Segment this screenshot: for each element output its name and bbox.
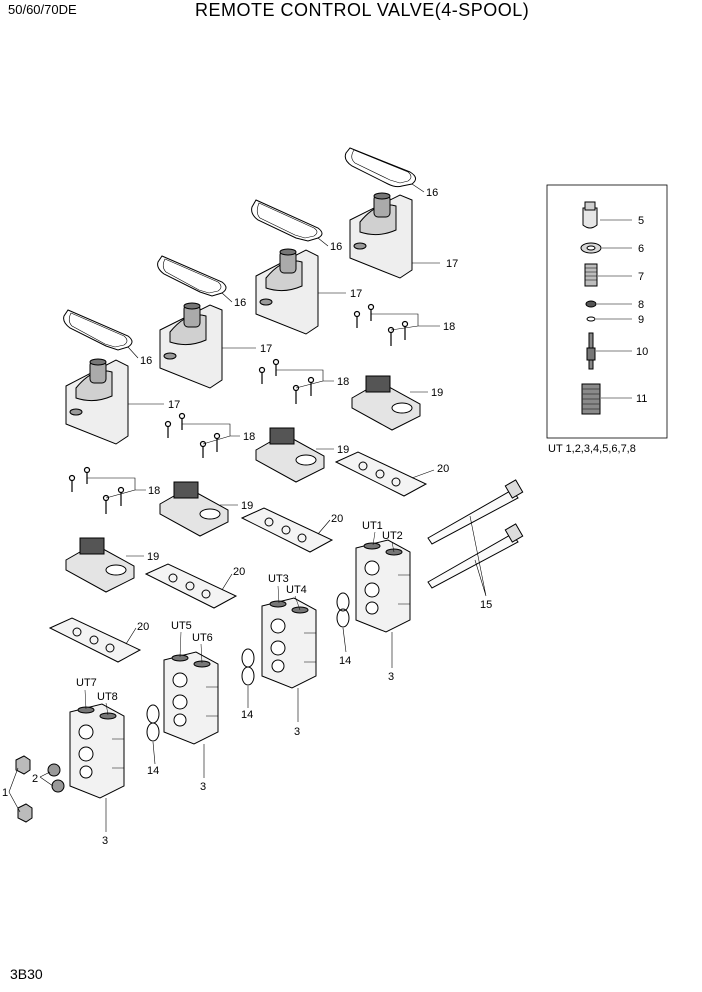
callout-14-a: 14 [339, 655, 351, 667]
callout-15: 15 [480, 599, 492, 611]
callout-1: 1 [2, 787, 8, 799]
callout-3-c: 3 [200, 781, 206, 793]
callout-20-b: 20 [331, 513, 343, 525]
callout-17-d: 17 [168, 399, 180, 411]
callout-3-a: 3 [388, 671, 394, 683]
part-16-gaskets [63, 147, 416, 351]
port-label-ut7: UT7 [76, 677, 97, 689]
model-label: 50/60/70DE [8, 2, 77, 17]
callout-20-a: 20 [437, 463, 449, 475]
callout-18-c: 18 [243, 431, 255, 443]
part-1-nuts [15, 755, 33, 823]
callout-9: 9 [638, 314, 644, 326]
callout-19-c: 19 [241, 500, 253, 512]
callout-19-d: 19 [147, 551, 159, 563]
callout-10: 10 [636, 346, 648, 358]
port-label-ut5: UT5 [171, 620, 192, 632]
callout-17-b: 17 [350, 288, 362, 300]
callout-6: 6 [638, 243, 644, 255]
part-17-boots [65, 192, 413, 445]
port-label-ut6: UT6 [192, 632, 213, 644]
callout-16-b: 16 [330, 241, 342, 253]
part-6-seal [580, 242, 602, 254]
page-title: REMOTE CONTROL VALVE(4-SPOOL) [195, 0, 530, 20]
port-label-ut2: UT2 [382, 530, 403, 542]
callout-18-a: 18 [443, 321, 455, 333]
callout-16-c: 16 [234, 297, 246, 309]
callout-2: 2 [32, 773, 38, 785]
part-7-spring [584, 263, 598, 287]
ut-inset-panel [546, 184, 668, 439]
page-id: 3B30 [10, 966, 43, 982]
callout-16-d: 16 [140, 355, 152, 367]
port-label-ut1: UT1 [362, 520, 383, 532]
port-label-ut3: UT3 [268, 573, 289, 585]
callout-18-d: 18 [148, 485, 160, 497]
callout-17-a: 17 [446, 258, 458, 270]
callout-5: 5 [638, 215, 644, 227]
callout-18-b: 18 [337, 376, 349, 388]
part-11-spring [581, 383, 601, 415]
part-9-ring [586, 316, 596, 322]
part-2-fittings [47, 763, 65, 793]
port-label-ut8: UT8 [97, 691, 118, 703]
part-8-washer [585, 300, 597, 308]
callout-14-c: 14 [147, 765, 159, 777]
callout-20-d: 20 [137, 621, 149, 633]
callout-19-a: 19 [431, 387, 443, 399]
part-19-brackets [65, 375, 421, 593]
callout-16-a: 16 [426, 187, 438, 199]
callout-3-b: 3 [294, 726, 300, 738]
callout-3-d: 3 [102, 835, 108, 847]
callout-8: 8 [638, 299, 644, 311]
part-10-spool [586, 332, 596, 370]
part-20-plates [48, 451, 428, 663]
callout-7: 7 [638, 271, 644, 283]
part-5-cap [582, 201, 598, 229]
callout-11: 11 [636, 393, 647, 405]
callout-20-c: 20 [233, 566, 245, 578]
inset-caption: UT 1,2,3,4,5,6,7,8 [548, 443, 636, 455]
port-label-ut4: UT4 [286, 584, 307, 596]
part-15-tie-rods [427, 479, 524, 589]
callout-14-b: 14 [241, 709, 253, 721]
callout-17-c: 17 [260, 343, 272, 355]
part-14-o-rings [146, 592, 350, 742]
callout-19-b: 19 [337, 444, 349, 456]
